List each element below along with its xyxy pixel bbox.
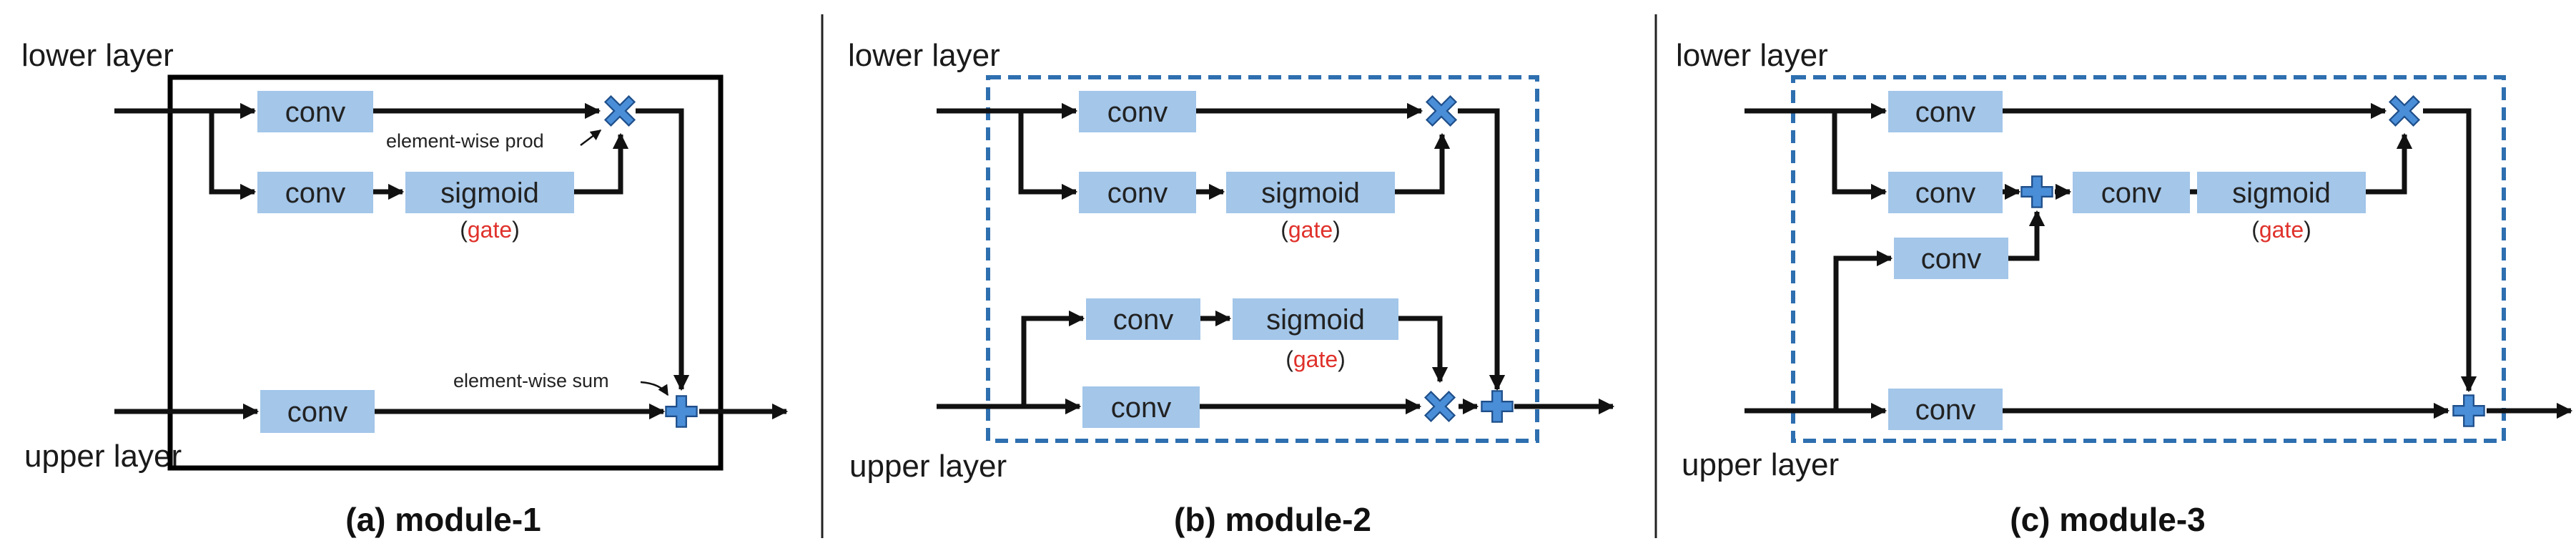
sigmoid-box: sigmoid (405, 172, 574, 213)
sigmoid-box: sigmoid (1226, 172, 1395, 213)
panel-module-3: lower layer upper layer conv conv conv s… (1676, 38, 2573, 538)
multiply-operator-icon (1426, 95, 1457, 127)
sigmoid-box: sigmoid (1233, 298, 1398, 340)
sigmoid-box: sigmoid (2197, 172, 2366, 213)
sigmoid-label: sigmoid (1261, 177, 1360, 209)
connection-wires (937, 102, 1615, 415)
add-operator-icon (1481, 390, 1514, 423)
conv-box: conv (1079, 172, 1196, 213)
conv-box: conv (1894, 238, 2008, 279)
conv-box: conv (1079, 91, 1196, 132)
gate-label: (gate) (2251, 217, 2311, 243)
add-operator-icon (665, 395, 698, 428)
upper-layer-label: upper layer (24, 439, 182, 474)
conv-label: conv (1921, 243, 1982, 275)
panel-module-2: lower layer upper layer conv conv sigmoi… (848, 38, 1615, 538)
module-1-boundary (167, 74, 724, 471)
upper-layer-label: upper layer (1682, 447, 1839, 482)
multiply-operator-icon (604, 95, 636, 127)
module-2-boundary (986, 75, 1539, 443)
gate-label: (gate) (1280, 217, 1341, 243)
annotation-pointer (580, 130, 602, 146)
conv-box: conv (260, 390, 375, 433)
conv-label: conv (1113, 304, 1174, 336)
add-operator-icon (2020, 175, 2053, 208)
lower-layer-label: lower layer (21, 38, 174, 73)
gate-label: (gate) (460, 217, 520, 243)
conv-label: conv (285, 177, 346, 209)
panel-caption: (a) module-1 (345, 501, 541, 538)
conv-box: conv (2073, 172, 2190, 213)
conv-label: conv (1915, 97, 1976, 128)
sigmoid-label: sigmoid (2232, 177, 2331, 209)
conv-label: conv (287, 396, 348, 428)
conv-box: conv (1086, 298, 1200, 340)
connection-wires (114, 102, 789, 420)
panel-caption: (c) module-3 (2010, 501, 2205, 538)
panel-module-1: lower layer upper layer conv conv sigmoi… (21, 38, 789, 538)
lower-layer-label: lower layer (1676, 38, 1828, 73)
conv-label: conv (2101, 177, 2162, 209)
lower-layer-label: lower layer (848, 38, 1000, 73)
multiply-operator-icon (2389, 95, 2420, 127)
connection-wires (1745, 102, 2573, 419)
module-3-boundary (1791, 75, 2506, 443)
conv-label: conv (1107, 97, 1168, 128)
conv-box: conv (1888, 389, 2003, 430)
element-wise-prod-annotation: element-wise prod (386, 130, 544, 152)
element-wise-sum-annotation: element-wise sum (453, 370, 609, 391)
conv-box: conv (1888, 91, 2003, 132)
conv-box: conv (1082, 386, 1200, 428)
gate-label: (gate) (1285, 346, 1346, 372)
multiply-operator-icon (1424, 391, 1456, 422)
panel-caption: (b) module-2 (1174, 501, 1371, 538)
sigmoid-label: sigmoid (1266, 304, 1365, 336)
conv-label: conv (1111, 392, 1172, 424)
conv-box: conv (1888, 172, 2003, 213)
conv-box: conv (257, 91, 373, 132)
conv-label: conv (1107, 177, 1168, 209)
add-operator-icon (2452, 394, 2485, 427)
conv-label: conv (1915, 177, 1976, 209)
annotation-pointer (640, 381, 669, 396)
conv-box: conv (257, 172, 373, 213)
sigmoid-label: sigmoid (440, 177, 539, 209)
conv-label: conv (1915, 394, 1976, 426)
conv-label: conv (285, 97, 346, 128)
upper-layer-label: upper layer (849, 449, 1007, 484)
